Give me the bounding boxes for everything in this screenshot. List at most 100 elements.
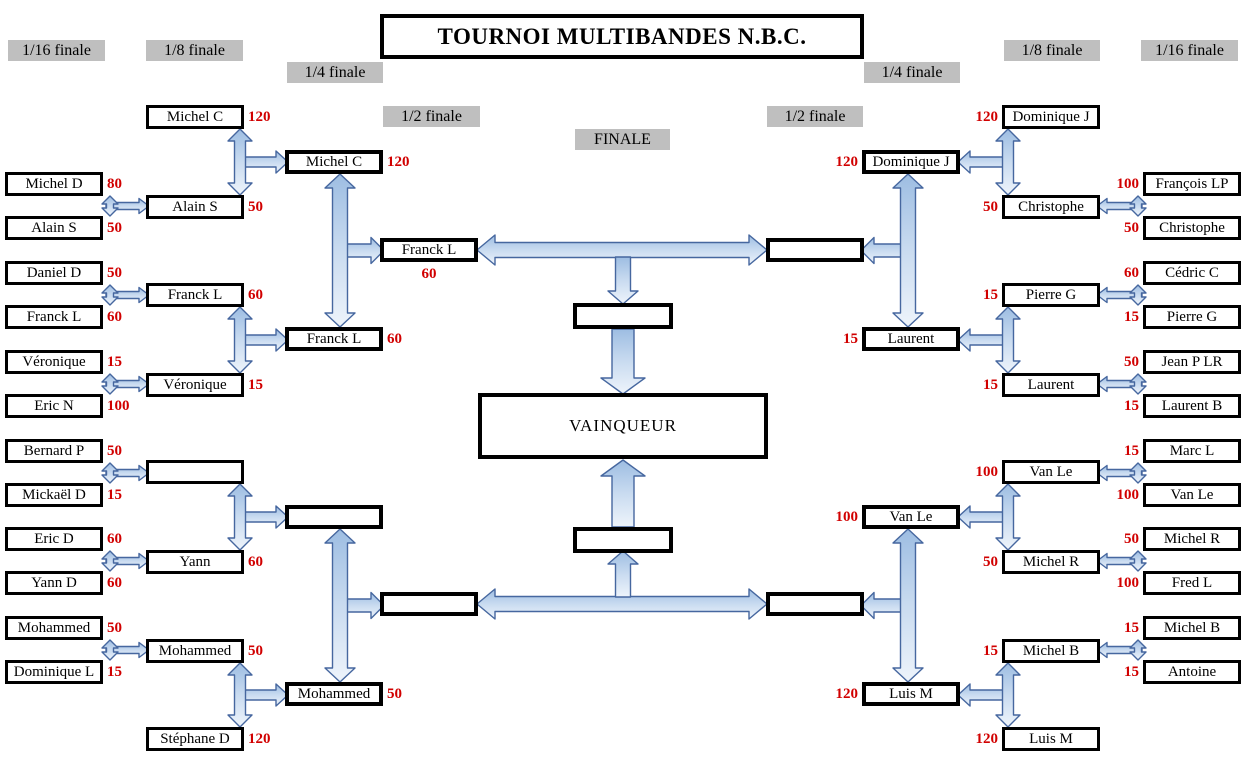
player-name: Van Le: [889, 508, 933, 525]
player-box-left_16-3: Franck L: [5, 305, 103, 329]
connector-16-left-5: [101, 639, 119, 661]
player-score-left_8-3: 15: [248, 377, 263, 393]
player-name: Yann D: [31, 574, 77, 591]
player-name: Fred L: [1171, 574, 1213, 591]
player-name: Pierre G: [1025, 286, 1077, 303]
player-box-left_8-1: Alain S: [146, 195, 244, 219]
connector-8-right-2: [957, 505, 1009, 529]
player-name: Laurent B: [1161, 397, 1223, 414]
player-score-right_4-1: 15: [843, 331, 858, 347]
player-name: Michel B: [1022, 642, 1080, 659]
player-box-left_8-7: Stéphane D: [146, 727, 244, 751]
winner-box: VAINQUEUR: [478, 393, 768, 459]
round-label-left-2: 1/2 finale: [383, 106, 480, 127]
player-score-right_16-4: 50: [1124, 354, 1139, 370]
player-box-right_16-7: Van Le: [1143, 483, 1241, 507]
round-label-left-4: 1/4 finale: [287, 62, 383, 83]
player-box-right_16-8: Michel R: [1143, 527, 1241, 551]
player-box-left_16-7: Mickaël D: [5, 483, 103, 507]
player-score-right_4-3: 120: [835, 686, 859, 702]
player-name: Antoine: [1167, 663, 1217, 680]
player-name: Dominique J: [1012, 108, 1090, 125]
player-name: Mohammed: [158, 642, 232, 659]
player-score-right_8-1: 50: [983, 199, 998, 215]
player-name: François LP: [1155, 175, 1229, 192]
player-name: Eric D: [34, 530, 74, 547]
player-box-left_8-5: Yann: [146, 550, 244, 574]
connector-16-right-3: [1129, 462, 1147, 484]
player-name: Mohammed: [17, 619, 91, 636]
player-box-right_16-4: Jean P LR: [1143, 350, 1241, 374]
player-score-left_2-1: [380, 618, 478, 638]
connector-semifinal-bottom-branch: [607, 550, 639, 598]
player-box-right_16-6: Marc L: [1143, 439, 1241, 463]
player-score-right_8-6: 15: [983, 643, 998, 659]
connector-final-bottom-to-winner: [600, 459, 646, 528]
player-score-left_16-11: 15: [107, 664, 122, 680]
player-box-finalists-1: [573, 527, 673, 553]
player-box-right_8-2: Pierre G: [1002, 283, 1100, 307]
player-name: Yann: [179, 553, 211, 570]
round-label-left-16: 1/16 finale: [8, 40, 105, 61]
player-name: Michel B: [1163, 619, 1221, 636]
player-score-left_8-0: 120: [248, 109, 271, 125]
player-box-right_4-2: Van Le: [862, 505, 960, 529]
connector-16-left-4: [101, 550, 119, 572]
player-score-right_8-3: 15: [983, 377, 998, 393]
player-name: Véronique: [22, 353, 86, 370]
player-box-left_16-4: Véronique: [5, 350, 103, 374]
player-name: Véronique: [163, 376, 227, 393]
player-score-right_8-7: 120: [975, 731, 999, 747]
player-box-right_2-0: [766, 238, 864, 262]
player-box-left_8-3: Véronique: [146, 373, 244, 397]
connector-16-left-0: [101, 195, 119, 217]
connector-16-right-2: [1129, 373, 1147, 395]
player-score-right_4-0: 120: [835, 154, 859, 170]
player-score-right_8-4: 100: [975, 464, 999, 480]
player-box-right_16-0: François LP: [1143, 172, 1241, 196]
player-box-right_8-4: Van Le: [1002, 460, 1100, 484]
round-label-left-8: 1/8 finale: [146, 40, 243, 61]
player-name: Alain S: [31, 219, 77, 236]
player-box-left_16-11: Dominique L: [5, 660, 103, 684]
player-score-left_16-7: 15: [107, 487, 122, 503]
player-score-right_8-5: 50: [983, 554, 998, 570]
player-box-left_4-3: Mohammed: [285, 682, 383, 706]
player-name: Mohammed: [297, 685, 371, 702]
player-name: Michel C: [305, 153, 363, 170]
player-score-right_16-0: 100: [1116, 176, 1140, 192]
player-score-left_8-7: 120: [248, 731, 271, 747]
player-score-left_16-3: 60: [107, 309, 122, 325]
connector-16-right-4: [1129, 550, 1147, 572]
player-box-right_2-1: [766, 592, 864, 616]
player-box-left_16-6: Bernard P: [5, 439, 103, 463]
player-score-left_16-9: 60: [107, 575, 122, 591]
player-box-finalists-0: [573, 303, 673, 329]
player-box-left_8-6: Mohammed: [146, 639, 244, 663]
player-score-left_8-5: 60: [248, 554, 263, 570]
player-score-right_16-7: 100: [1116, 487, 1140, 503]
player-name: Franck L: [26, 308, 82, 325]
player-score-right_16-1: 50: [1124, 220, 1139, 236]
round-label-right-2: 1/2 finale: [767, 106, 863, 127]
player-box-left_16-9: Yann D: [5, 571, 103, 595]
player-name: Dominique J: [872, 153, 950, 170]
player-box-left_16-1: Alain S: [5, 216, 103, 240]
connector-16-left-3: [101, 462, 119, 484]
connector-8-left-2: [239, 505, 289, 529]
player-box-left_2-0: Franck L: [380, 238, 478, 262]
connector-16-left-1: [101, 284, 119, 306]
player-name: Bernard P: [23, 442, 85, 459]
player-box-left_4-2: [285, 505, 383, 529]
player-name: Michel R: [1163, 530, 1221, 547]
player-score-right_16-10: 15: [1124, 620, 1139, 636]
player-score-left_16-8: 60: [107, 531, 122, 547]
player-name: Cédric C: [1165, 264, 1219, 281]
player-box-left_4-0: Michel C: [285, 150, 383, 174]
tournament-title: TOURNOI MULTIBANDES N.B.C.: [380, 14, 864, 59]
connector-16-right-0: [1129, 195, 1147, 217]
player-score-left_16-0: 80: [107, 176, 122, 192]
player-name: Van Le: [1170, 486, 1214, 503]
player-score-right_16-9: 100: [1116, 575, 1140, 591]
connector-8-right-0: [957, 150, 1009, 174]
